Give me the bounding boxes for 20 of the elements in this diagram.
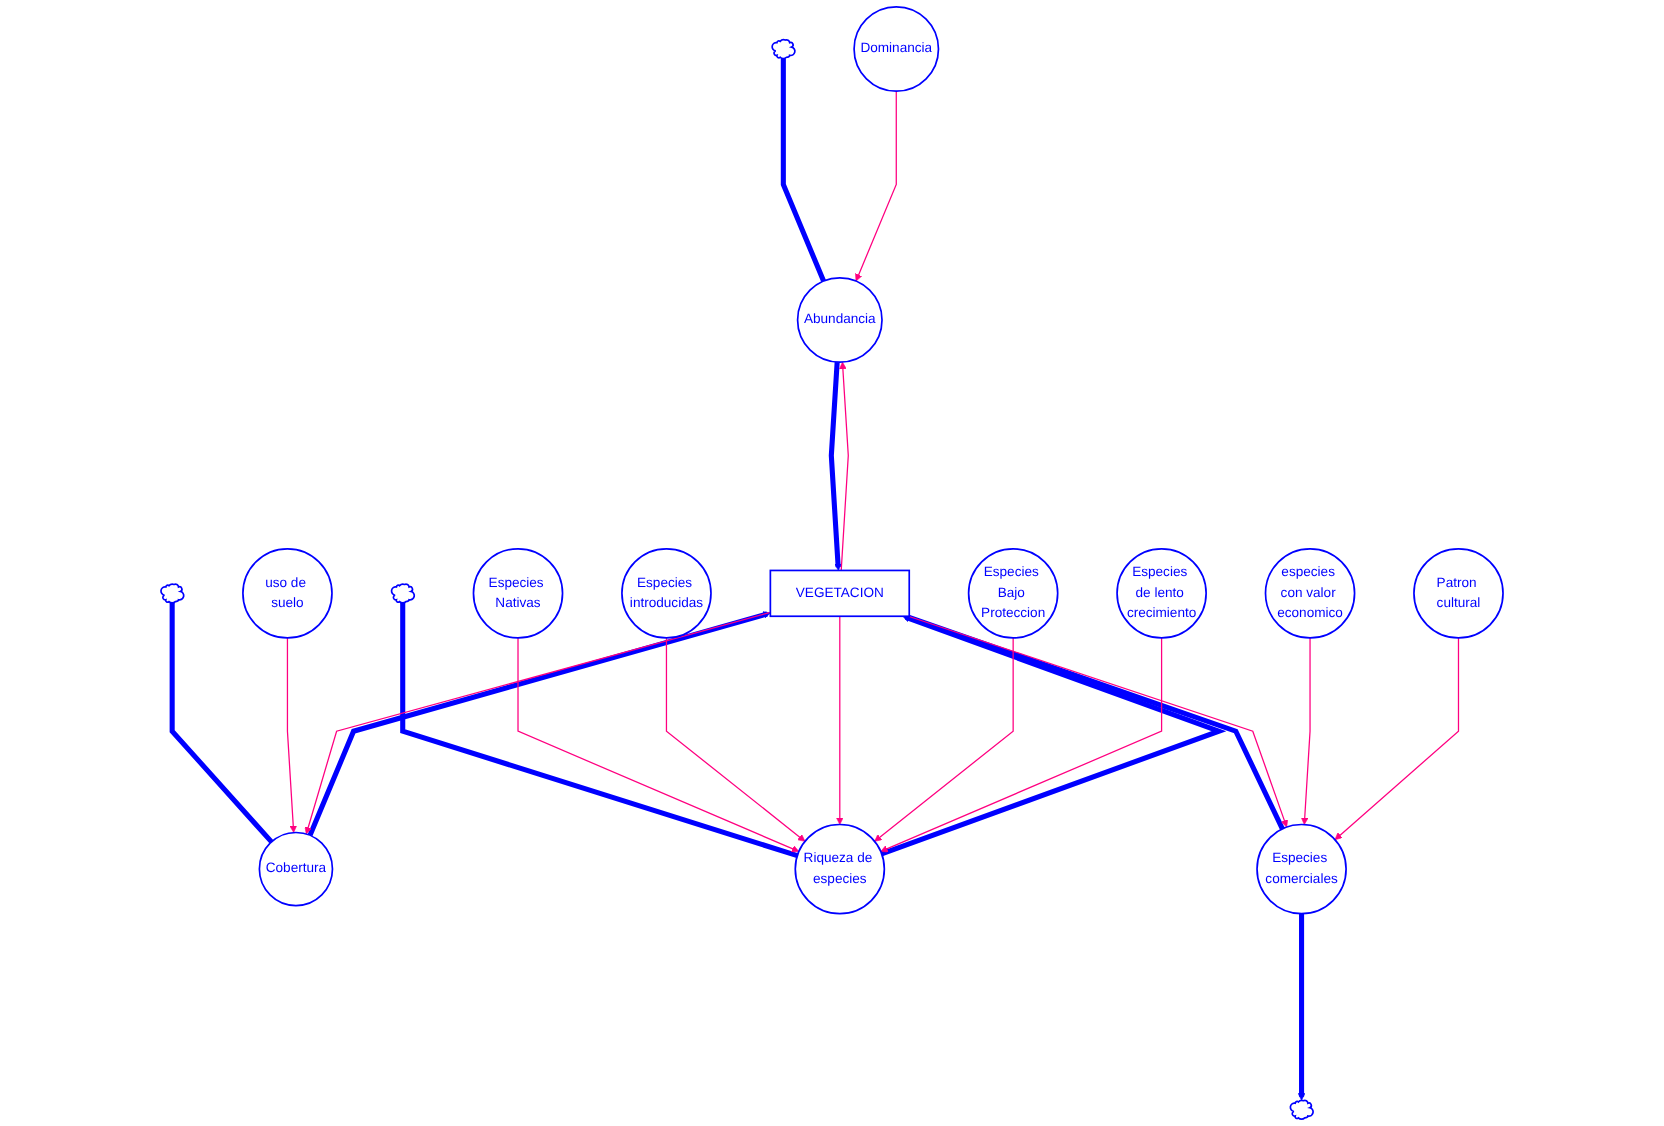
arrow <box>828 361 842 571</box>
arrow <box>1334 637 1460 840</box>
node-cloud <box>1289 1099 1314 1121</box>
arrow <box>1301 637 1311 825</box>
arrow <box>880 637 1163 853</box>
connector <box>169 602 274 844</box>
node-cloud <box>390 583 416 604</box>
arrow <box>836 615 844 825</box>
connector <box>400 602 799 859</box>
arrow <box>665 637 806 842</box>
arrow <box>1297 913 1306 1101</box>
arrow <box>880 615 1227 857</box>
arrow <box>855 90 897 282</box>
arrow <box>286 637 297 833</box>
node-cloud <box>771 38 796 60</box>
arrow <box>874 637 1014 842</box>
arrow <box>839 361 849 572</box>
node-cloud <box>160 583 185 604</box>
arrow <box>517 637 800 853</box>
connector <box>780 58 826 282</box>
